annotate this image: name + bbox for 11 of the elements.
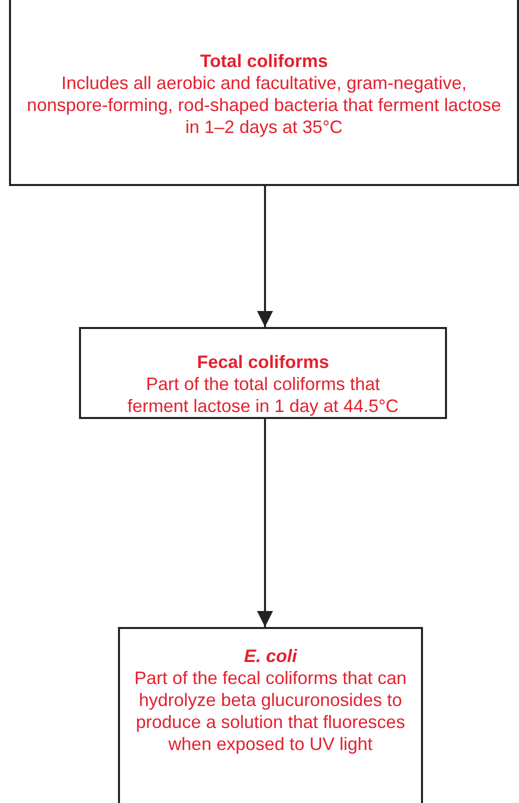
box-description: Includes all aerobic and facultative, gram-negative, nonspore-forming, rod-shaped bacteria that ferment lactose in 1–2 days at 35°C (26, 72, 502, 138)
process-box (118, 627, 423, 803)
box-description: Part of the fecal coliforms that can hydrolyze beta glucuronosides to produce a solution that fluoresces when exposed to UV light (133, 667, 408, 755)
arrow (257, 419, 273, 627)
box-heading: Fecal coliforms (196, 351, 330, 373)
arrow (257, 186, 273, 327)
process-box (79, 327, 447, 419)
process-box (9, 0, 519, 186)
box-heading: Total coliforms (200, 50, 328, 72)
box-heading: E. coli (244, 645, 297, 667)
box-description: Part of the total coliforms that ferment lactose in 1 day at 44.5°C (126, 373, 400, 417)
